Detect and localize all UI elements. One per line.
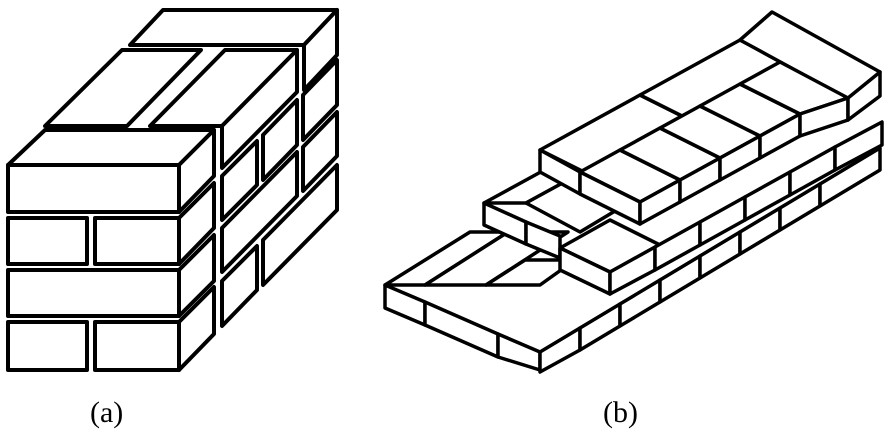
step-middle-side-6 [833, 120, 884, 172]
pier-right-face-course4-a [220, 244, 259, 328]
pier-side-brick-course4 [177, 285, 216, 372]
pier-side-brick-course1 [177, 128, 216, 214]
step-bottom-front-2 [423, 300, 500, 359]
pier-front-brick-course2-right [93, 216, 181, 266]
pier-side-brick-course3 [177, 233, 216, 318]
pier-right-face-course4-b [261, 163, 339, 287]
step-bottom-side-2 [578, 302, 622, 352]
pier-right-face-course1-mid [220, 48, 299, 170]
caption-a: (a) [90, 396, 124, 429]
pier-right-face-course3-b [301, 110, 339, 193]
step-bottom-side-8 [818, 146, 882, 208]
pier-top-brick-left [43, 48, 203, 128]
pier-front-brick-course1 [6, 163, 181, 214]
step-bottom-front-1 [383, 283, 427, 327]
pier-side-brick-course2 [177, 181, 216, 266]
pier-front-brick-course4-right [93, 320, 181, 372]
pier-front-brick-course3 [6, 268, 181, 318]
pier-right-face-course3-a [220, 150, 299, 274]
step-bottom-side-1 [538, 326, 582, 374]
pier-right-face-course1-back [302, 8, 339, 92]
step-bottom-front-3 [496, 332, 542, 372]
pier-front-brick-course4-left [6, 320, 89, 372]
pier-front-brick-course2-left [6, 216, 89, 266]
stepped-brick-diagram-b [383, 10, 884, 374]
caption-b: (b) [603, 396, 638, 429]
pier-top-brick-back [128, 8, 339, 47]
pier-right-face-course2-b [261, 98, 299, 182]
step-top-side-6 [846, 70, 882, 122]
brick-pier-diagram-a [6, 8, 339, 372]
pier-right-face-course2-c [301, 58, 339, 142]
pier-right-face-course2-a [220, 139, 259, 222]
